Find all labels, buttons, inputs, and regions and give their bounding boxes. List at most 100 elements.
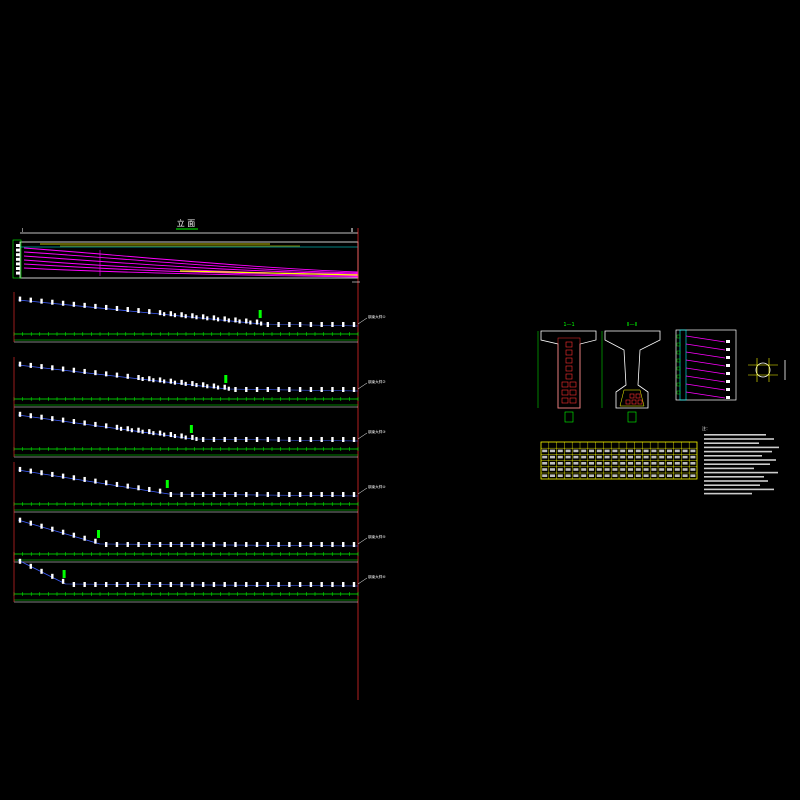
tendon-flat-line — [65, 583, 359, 587]
tendon-support-marker — [266, 322, 270, 327]
anchor-tick — [676, 366, 681, 371]
table-cell-fill — [557, 455, 563, 459]
tendon-support-marker — [298, 582, 302, 587]
table-cell-fill — [589, 462, 594, 465]
table-cell-fill — [635, 449, 641, 453]
tendon-row-label: 钢束大样② — [368, 379, 386, 384]
tendon-support-marker — [223, 437, 226, 442]
table-cell-fill — [682, 462, 688, 465]
note-line — [704, 455, 762, 457]
bottom-tendon-bundle — [179, 270, 359, 276]
tendon-profiles — [23, 243, 359, 278]
note-line — [704, 434, 766, 436]
tendon-support-marker-extra — [130, 428, 133, 433]
table-cell-fill — [690, 474, 696, 477]
tendon-support-marker — [126, 307, 129, 313]
tendon-support-marker — [61, 300, 65, 306]
tendon-support-marker — [298, 542, 302, 547]
tendon-support-marker — [169, 492, 173, 497]
table-cell-fill — [667, 474, 672, 477]
note-line — [704, 488, 774, 491]
table-cell-fill — [620, 455, 626, 459]
tendon-support-marker — [331, 322, 334, 327]
table-cell-fill — [651, 449, 657, 453]
table-cell-fill — [643, 468, 649, 471]
anchor-head — [16, 257, 20, 261]
table-cell-fill — [667, 468, 672, 471]
tendon-support-marker — [83, 302, 86, 308]
table-cell-fill — [604, 468, 610, 471]
tendon-support-marker — [72, 419, 76, 425]
table-cell-fill — [596, 449, 602, 453]
tendon-support-marker — [245, 492, 248, 497]
tendon-support-marker — [255, 387, 259, 392]
tendon-support-marker — [245, 318, 248, 324]
notes-block: 注： — [702, 425, 779, 495]
anchor-head — [16, 253, 20, 257]
table-cell-fill — [604, 455, 610, 459]
table-cell-fill — [674, 449, 680, 453]
note-line — [704, 463, 770, 465]
tendon-support-marker — [255, 437, 259, 442]
tendon-support-marker-extra — [173, 313, 177, 318]
tendon-support-marker — [223, 492, 226, 497]
tendon-support-marker — [126, 426, 129, 432]
duct-bottom — [561, 397, 569, 404]
tendon-profile-5 — [23, 263, 359, 277]
anchor-tendon — [685, 391, 726, 399]
end-block — [12, 239, 22, 279]
table-cell-fill — [550, 462, 555, 465]
duct-top — [565, 349, 573, 356]
tendon-support-marker — [223, 542, 226, 547]
duct-bottom — [561, 389, 569, 396]
table-cell-fill — [643, 449, 649, 453]
tendon-support-marker — [158, 430, 162, 436]
tendon-support-marker — [104, 582, 108, 587]
tendon-support-marker — [201, 437, 205, 442]
tendon-support-marker — [342, 322, 345, 327]
tendon-support-marker — [61, 417, 65, 423]
tendon-support-marker — [191, 434, 194, 440]
tendon-support-marker-extra — [119, 426, 123, 431]
table-cell-fill — [550, 468, 555, 471]
tendon-support-marker — [298, 437, 302, 442]
table-cell-fill — [628, 462, 633, 465]
table-cell-fill — [690, 455, 696, 459]
anchor-head — [16, 244, 20, 247]
table-cell-fill — [565, 462, 571, 465]
tendon-break-marker — [189, 425, 193, 433]
table-cell-fill — [573, 474, 579, 477]
tendon-support-marker — [223, 384, 226, 390]
tendon-support-marker — [277, 582, 280, 587]
tendon-support-marker — [115, 305, 119, 311]
tendon-support-marker — [126, 483, 129, 489]
tendon-support-marker — [180, 492, 183, 497]
section-1-web-zone — [557, 337, 581, 409]
tendon-row-label: 钢束大样⑥ — [368, 574, 386, 579]
table-cell-fill — [674, 468, 680, 471]
tendon-support-marker — [180, 312, 183, 318]
table-cell-fill — [635, 462, 641, 465]
tendon-support-marker — [94, 538, 97, 544]
anchor-tick — [676, 374, 681, 379]
table-cell-fill — [581, 468, 587, 471]
tendon-profile-6 — [23, 267, 359, 278]
tendon-break-marker — [97, 530, 100, 538]
anchor-head — [726, 372, 730, 375]
tendon-support-marker — [104, 304, 108, 310]
tendon-support-marker — [115, 542, 119, 547]
tendon-support-marker — [51, 471, 54, 477]
table-cell-fill — [659, 462, 665, 465]
tendon-support-marker — [309, 387, 313, 392]
duct-bottom — [561, 381, 569, 388]
tendon-support-marker-extra — [227, 318, 230, 323]
tendon-support-marker — [320, 322, 323, 327]
section-2-title: Ⅱ—Ⅱ — [627, 322, 637, 328]
tendon-support-marker — [331, 387, 334, 392]
section-1-marker — [564, 411, 574, 423]
section-2-anchors — [625, 393, 643, 405]
tendon-support-marker — [104, 371, 108, 377]
duct-bottom — [569, 389, 577, 396]
tendon-support-marker — [61, 578, 65, 584]
